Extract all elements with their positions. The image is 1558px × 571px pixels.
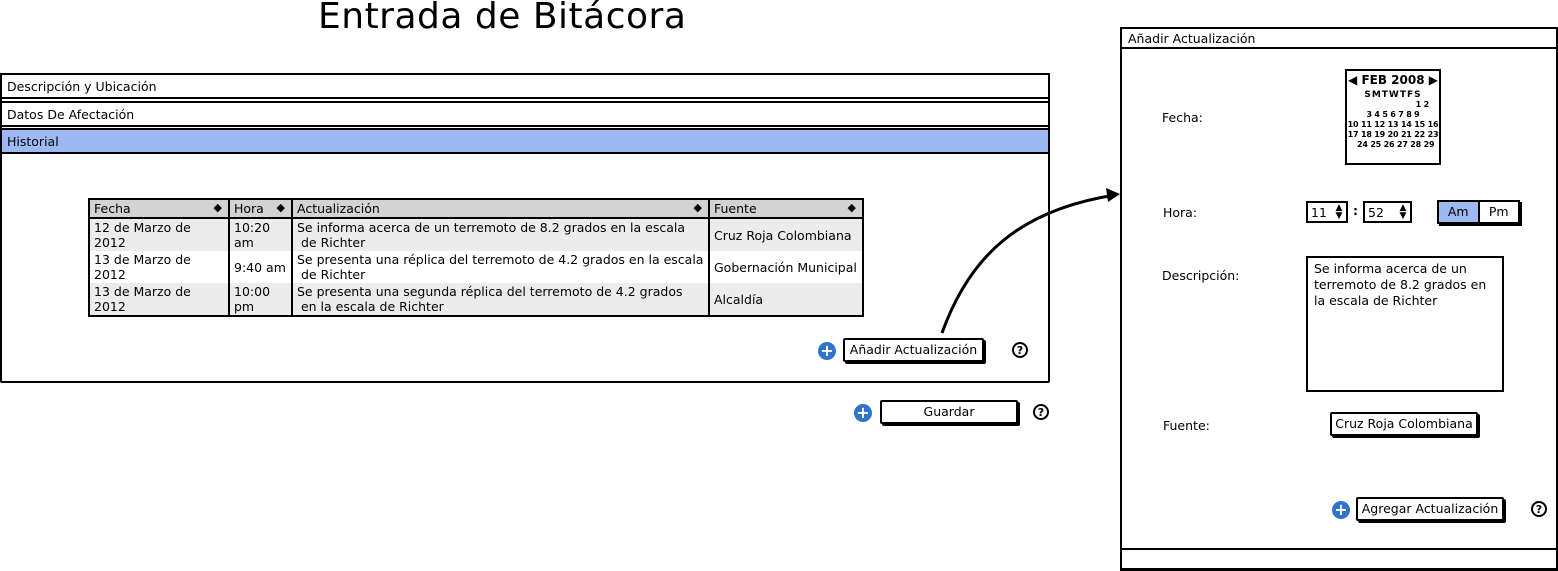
accordion-historial[interactable]: Historial (0, 128, 1050, 154)
descripcion-label: Descripción: (1162, 268, 1240, 283)
cell-hora: 10:20 am (229, 218, 293, 251)
pm-option[interactable]: Pm (1488, 204, 1509, 219)
fuente-select[interactable]: Cruz Roja Colombiana (1330, 412, 1478, 436)
cell-hora: 10:00 pm (229, 283, 293, 315)
plus-icon[interactable]: + (854, 404, 872, 422)
cell-fecha: 13 de Marzo de 2012 (90, 251, 230, 283)
help-icon[interactable]: ? (1531, 501, 1547, 517)
col-header-actualizacion[interactable]: Actualización◆ (292, 200, 710, 219)
col-header-hora[interactable]: Hora◆ (229, 200, 293, 219)
date-picker[interactable]: ◀ FEB 2008 ▶ SMTWTFS 1 2 3 4 5 6 7 8 9 1… (1345, 69, 1441, 165)
add-update-button[interactable]: Añadir Actualización (843, 338, 984, 362)
cell-fuente: Gobernación Municipal (709, 251, 862, 283)
sort-icon[interactable]: ◆ (276, 201, 285, 214)
sort-icon[interactable]: ◆ (847, 201, 856, 214)
help-icon[interactable]: ? (1012, 342, 1028, 358)
minute-stepper[interactable]: 52 ▲▼ (1363, 201, 1412, 223)
flow-arrow (940, 188, 1120, 334)
cell-fuente: Alcaldía (709, 283, 862, 315)
page-title: Entrada de Bitácora (318, 0, 687, 37)
table-row[interactable]: 13 de Marzo de 2012 10:00 pm Se presenta… (90, 283, 862, 315)
sort-icon[interactable]: ◆ (213, 201, 222, 214)
cell-actualizacion: Se presenta una réplica del terremoto de… (292, 251, 710, 283)
cell-hora: 9:40 am (229, 251, 293, 283)
ampm-toggle[interactable]: Am Pm (1437, 200, 1520, 224)
hora-label: Hora: (1163, 205, 1198, 220)
next-month-icon[interactable]: ▶ (1428, 73, 1438, 87)
time-separator: : (1353, 203, 1358, 218)
save-button[interactable]: Guardar (880, 400, 1018, 424)
accordion-descripcion[interactable]: Descripción y Ubicación (0, 73, 1050, 99)
help-icon[interactable]: ? (1033, 404, 1049, 420)
prev-month-icon[interactable]: ◀ (1348, 73, 1358, 87)
am-option[interactable]: Am (1439, 202, 1480, 222)
cell-actualizacion: Se presenta una segunda réplica del terr… (292, 283, 710, 315)
dialog-footer (1120, 548, 1558, 570)
descripcion-textarea[interactable]: Se informa acerca de un terremoto de 8.2… (1306, 256, 1504, 392)
plus-icon[interactable]: + (1332, 501, 1350, 519)
stepper-arrows-icon[interactable]: ▲▼ (1333, 204, 1345, 221)
stepper-arrows-icon[interactable]: ▲▼ (1397, 204, 1409, 221)
col-header-fecha[interactable]: Fecha◆ (90, 200, 230, 219)
fuente-label: Fuente: (1163, 418, 1210, 433)
history-table: Fecha◆ Hora◆ Actualización◆ Fuente◆ 12 d… (88, 198, 864, 317)
fecha-label: Fecha: (1162, 110, 1203, 125)
dialog-title: Añadir Actualización (1120, 27, 1558, 49)
cell-fuente: Cruz Roja Colombiana (709, 218, 862, 251)
table-row[interactable]: 12 de Marzo de 2012 10:20 am Se informa … (90, 218, 862, 251)
table-row[interactable]: 13 de Marzo de 2012 9:40 am Se presenta … (90, 251, 862, 283)
accordion-datos-afectacion[interactable]: Datos De Afectación (0, 101, 1050, 127)
sort-icon[interactable]: ◆ (693, 201, 702, 214)
submit-update-button[interactable]: Agregar Actualización (1356, 497, 1504, 521)
hour-stepper[interactable]: 11 ▲▼ (1306, 201, 1348, 223)
cell-fecha: 13 de Marzo de 2012 (90, 283, 230, 315)
cell-fecha: 12 de Marzo de 2012 (90, 218, 230, 251)
plus-icon[interactable]: + (818, 342, 836, 360)
cell-actualizacion: Se informa acerca de un terremoto de 8.2… (292, 218, 710, 251)
col-header-fuente[interactable]: Fuente◆ (709, 200, 862, 219)
